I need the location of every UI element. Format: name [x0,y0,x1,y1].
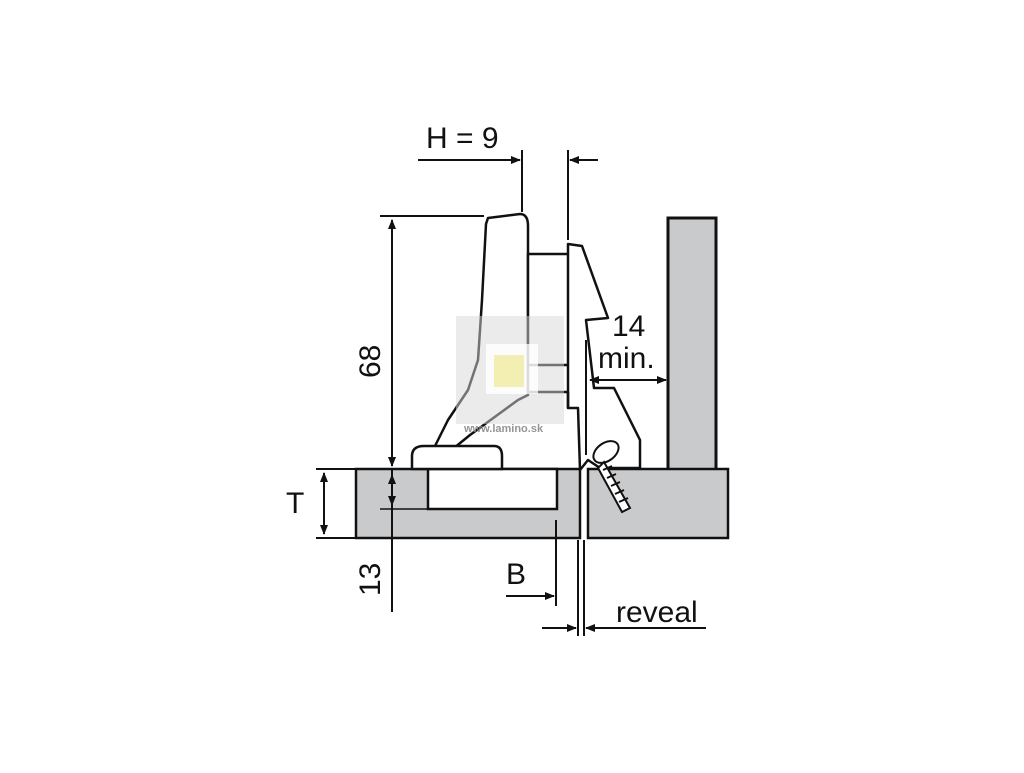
hinge-cup-base [410,444,504,471]
label-14: 14 [612,310,645,343]
label-68: 68 [354,345,387,378]
watermark-logo: www.lamino.sk [456,316,564,435]
label-min: min. [598,342,655,375]
label-13: 13 [354,563,387,596]
screw [592,440,632,514]
logo-square [494,355,524,387]
hinge-arm [432,212,530,468]
cabinet-side-panel [666,216,718,510]
label-b: B [506,558,526,591]
hinge-cup-recess [426,467,559,511]
label-h: H = 9 [426,122,499,155]
label-t: T [286,487,304,520]
label-reveal: reveal [616,596,698,629]
watermark-text: www.lamino.sk [463,423,544,435]
